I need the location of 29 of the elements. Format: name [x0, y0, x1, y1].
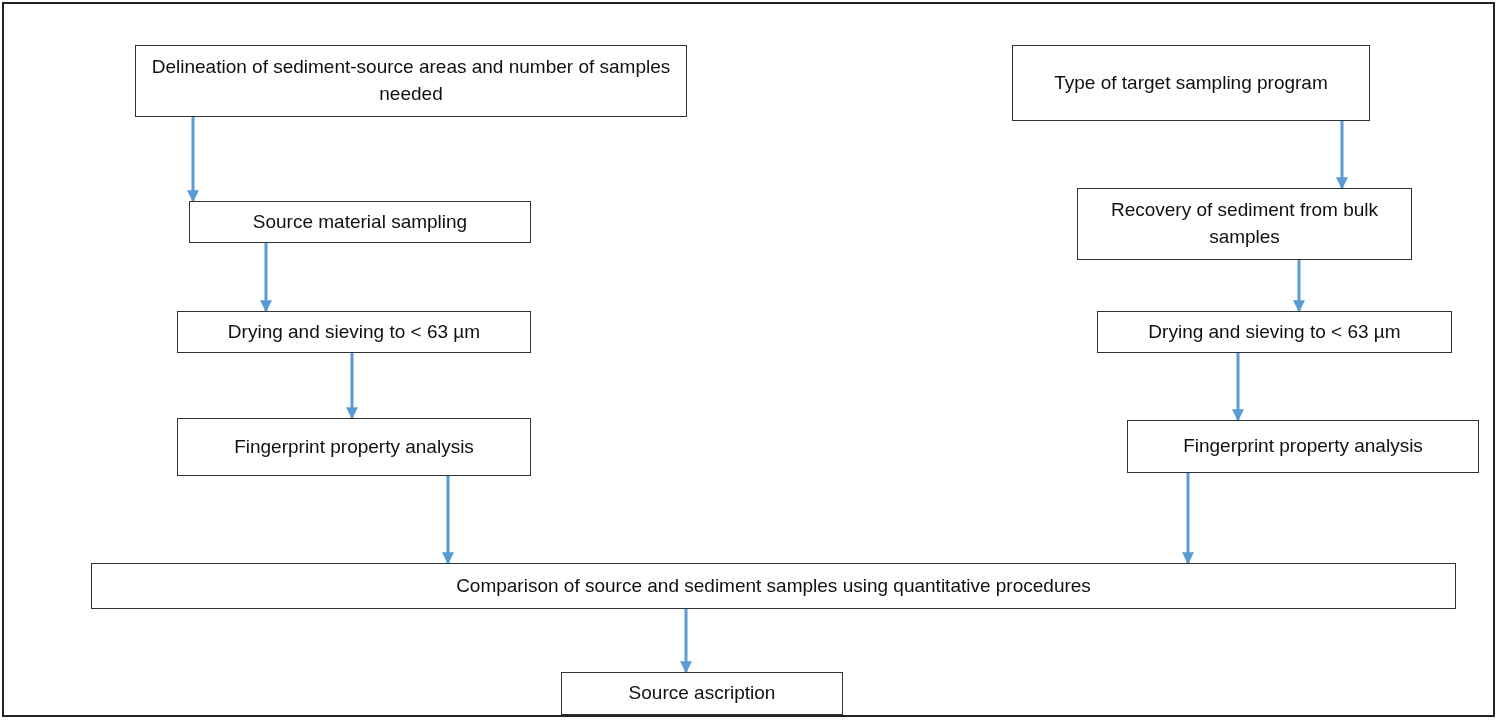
box-label: Source ascription: [628, 681, 776, 706]
process-box: [1097, 311, 1452, 353]
arrow: [1336, 121, 1348, 190]
arrow: [1232, 353, 1244, 422]
box-label: Drying and sieving to < 63 µm: [227, 319, 481, 344]
arrow: [260, 243, 272, 313]
process-box: [189, 201, 531, 243]
arrow: [187, 117, 199, 203]
process-box: [1127, 420, 1479, 473]
box-label: Fingerprint property analysis: [234, 434, 474, 459]
box-label: Type of target sampling program: [1054, 70, 1328, 95]
arrow: [442, 476, 454, 565]
process-box: [91, 563, 1456, 609]
process-box: [561, 672, 843, 715]
box-label: Drying and sieving to < 63 µm: [1148, 319, 1401, 344]
process-box: [177, 418, 531, 476]
process-box: [1077, 188, 1412, 260]
box-label: Comparison of source and sediment samples using quantitative procedures: [456, 573, 1091, 598]
arrow: [1182, 473, 1194, 565]
arrow: [680, 609, 692, 674]
process-box: [135, 45, 687, 117]
arrow: [1293, 260, 1305, 313]
box-label: Delineation of sediment-source areas and number of samples needed: [150, 55, 672, 106]
process-box: [177, 311, 531, 353]
box-label: Source material sampling: [252, 209, 468, 234]
arrow: [346, 353, 358, 420]
box-label: Recovery of sediment from bulk samples: [1109, 198, 1380, 249]
process-box: [1012, 45, 1370, 121]
box-label: Fingerprint property analysis: [1183, 434, 1423, 459]
